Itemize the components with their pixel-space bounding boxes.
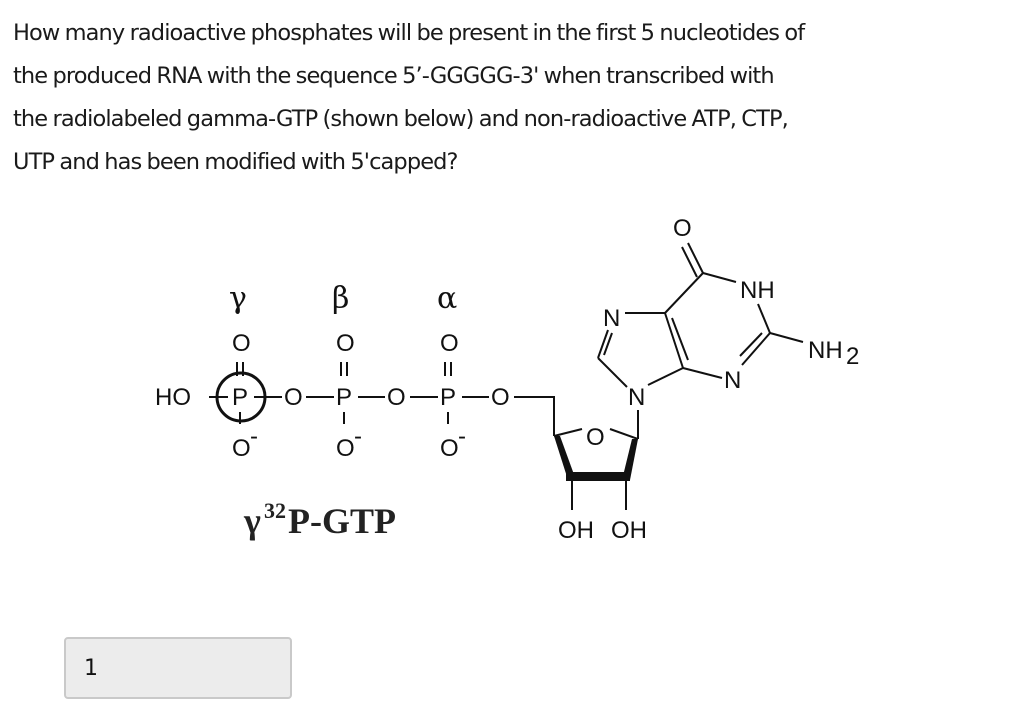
guanine-amino-subscript: 2 [846,343,859,370]
guanine-n1h: NH [740,277,775,304]
guanine-n7: N [603,305,620,332]
bridge-oxygen-1: O [284,384,303,411]
ribose-2-hydroxyl: OH [558,517,594,544]
alpha-top-oxygen: O [440,330,459,357]
gamma-minus: - [250,423,258,450]
guanine-n3: N [724,367,741,394]
question-text: How many radioactive phosphates will be … [13,12,1013,184]
beta-phosphorus: P [336,384,352,411]
ribose-ring-oxygen: O [586,424,605,451]
answer-value: 1 [84,655,98,681]
caption-gamma: γ [243,501,261,541]
question-line-1: How many radioactive phosphates will be … [13,20,805,46]
alpha-oxygen-anion: O [440,435,459,462]
answer-input[interactable]: 1 [64,637,292,699]
gtp-structure-diagram: γ β α O O O HO P O P O P O [155,215,859,544]
gamma-top-oxygen: O [232,330,251,357]
hydroxyl-ho: HO [155,384,191,411]
gamma-32p-gtp-structure-figure: γ β α O O O HO P O P O P O [0,200,1024,570]
beta-oxygen-anion: O [336,435,355,462]
gamma-phosphorus: P [232,384,248,411]
caption-superscript: 32 [264,498,286,523]
beta-top-oxygen: O [336,330,355,357]
gamma-label: γ [229,281,247,316]
alpha-label: α [437,281,457,316]
beta-label: β [332,281,349,316]
alpha-minus: - [458,423,466,450]
question-line-4: UTP and has been modified with 5'capped? [13,149,458,175]
guanine-carbonyl-oxygen: O [673,215,692,242]
gamma-oxygen-anion: O [232,435,251,462]
caption-text: P-GTP [288,501,396,541]
guanine-n9: N [628,384,645,411]
question-line-2: the produced RNA with the sequence 5’-GG… [13,63,775,89]
question-line-3: the radiolabeled gamma-GTP (shown below)… [13,106,789,132]
ribose-3-hydroxyl: OH [611,517,647,544]
alpha-phosphorus: P [440,384,456,411]
bridge-oxygen-3: O [491,384,510,411]
bridge-oxygen-2: O [387,384,406,411]
beta-minus: - [354,423,362,450]
guanine-amino-nh: NH [808,337,843,364]
radiolabel-highlight-circle [215,371,267,423]
